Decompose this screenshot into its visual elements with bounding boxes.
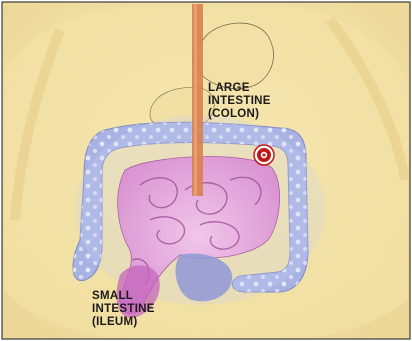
esophagus-tube <box>192 4 203 196</box>
small-intestine-label-line-3: (ILEUM) <box>92 316 155 329</box>
small-intestine-label: SMALL INTESTINE (ILEUM) <box>92 290 155 329</box>
small-intestine-label-line-1: SMALL <box>92 290 155 303</box>
large-intestine-label: LARGE INTESTINE (COLON) <box>208 82 271 121</box>
large-intestine-label-line-2: INTESTINE <box>208 95 271 108</box>
large-intestine-label-line-1: LARGE <box>208 82 271 95</box>
target-marker-icon <box>254 145 274 165</box>
small-intestine-label-line-2: INTESTINE <box>92 303 155 316</box>
large-intestine-label-line-3: (COLON) <box>208 108 271 121</box>
